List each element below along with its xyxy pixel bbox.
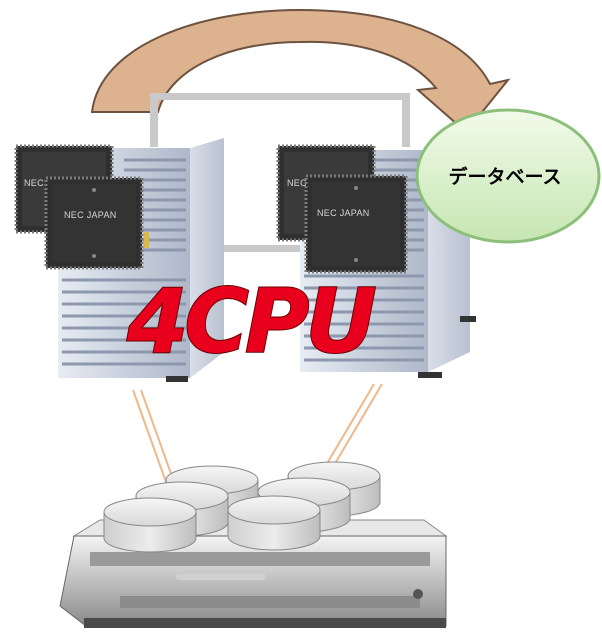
cpu-count-label: 4CPU bbox=[126, 270, 375, 373]
storage-bezel bbox=[90, 552, 430, 566]
arrow-shape bbox=[90, 8, 511, 134]
left-link-a bbox=[132, 389, 167, 483]
database-icon: データベース bbox=[415, 108, 601, 244]
disk-icon bbox=[103, 497, 197, 553]
storage-front bbox=[59, 535, 447, 627]
storage-array-icon bbox=[59, 519, 448, 628]
storage-base bbox=[84, 618, 446, 628]
middle-connector-bar bbox=[215, 245, 315, 252]
storage-lock bbox=[413, 589, 423, 599]
chip-label: NEC bbox=[287, 178, 307, 188]
top-connector-bar bbox=[150, 93, 410, 100]
database-label: データベース bbox=[448, 165, 561, 188]
server-foot bbox=[460, 316, 476, 322]
server-foot bbox=[418, 372, 442, 378]
right-link-b bbox=[329, 383, 383, 473]
storage-links bbox=[132, 383, 383, 483]
server-foot bbox=[166, 376, 188, 382]
cpu-chip-icon: NEC JAPAN bbox=[44, 176, 144, 270]
chip-label: NEC JAPAN bbox=[317, 208, 370, 218]
storage-bar bbox=[120, 596, 420, 608]
failover-arrow bbox=[90, 8, 511, 134]
cpu-chip-icon: NEC JAPAN bbox=[304, 174, 408, 274]
left-connector-post bbox=[150, 93, 158, 147]
chip-label: NEC bbox=[24, 178, 44, 188]
storage-handle bbox=[176, 574, 266, 580]
network-connectors bbox=[150, 93, 410, 252]
chip-label: NEC JAPAN bbox=[64, 210, 117, 220]
left-link-b bbox=[140, 389, 175, 483]
server-led bbox=[144, 232, 149, 248]
server-vents bbox=[304, 158, 424, 362]
right-connector-post bbox=[402, 93, 410, 147]
database-ellipse bbox=[415, 108, 601, 244]
right-link-a bbox=[321, 383, 375, 473]
disk-icon bbox=[227, 495, 321, 551]
server-side-panel bbox=[190, 138, 224, 378]
